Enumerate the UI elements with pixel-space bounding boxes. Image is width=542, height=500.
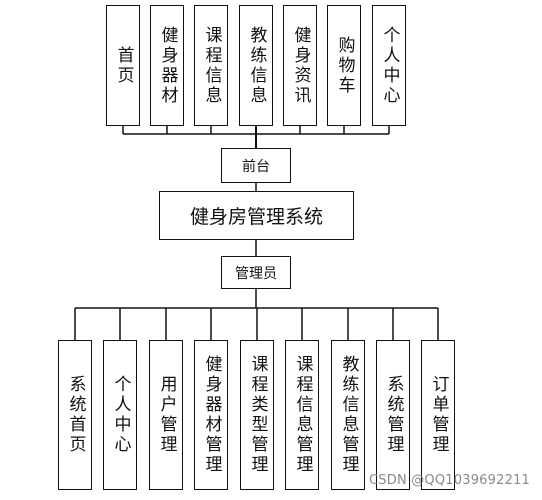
frontend-module-coach-info: 教练信息 <box>239 5 273 126</box>
admin-module-personal-center: 个人中心 <box>103 340 137 490</box>
admin-module-system-home: 系统首页 <box>58 340 92 490</box>
admin-label: 管理员 <box>221 256 291 289</box>
admin-module-system-management: 系统管理 <box>376 340 410 490</box>
admin-module-course-info-management: 课程信息管理 <box>285 340 319 490</box>
admin-module-course-type-management: 课程类型管理 <box>240 340 274 490</box>
admin-module-coach-info-management: 教练信息管理 <box>331 340 365 490</box>
system-title: 健身房管理系统 <box>159 191 354 240</box>
frontend-module-personal-center: 个人中心 <box>372 5 406 126</box>
frontend-module-equipment: 健身器材 <box>150 5 184 126</box>
frontend-label: 前台 <box>221 148 291 183</box>
frontend-module-home: 首页 <box>106 5 140 126</box>
admin-module-user-management: 用户管理 <box>149 340 183 490</box>
frontend-module-course-info: 课程信息 <box>194 5 228 126</box>
admin-module-equipment-management: 健身器材管理 <box>194 340 228 490</box>
watermark: CSDN @QQ1039692211 <box>369 473 530 488</box>
frontend-module-cart: 购物车 <box>327 5 361 126</box>
frontend-module-fitness-news: 健身资讯 <box>283 5 317 126</box>
admin-module-order-management: 订单管理 <box>421 340 455 490</box>
